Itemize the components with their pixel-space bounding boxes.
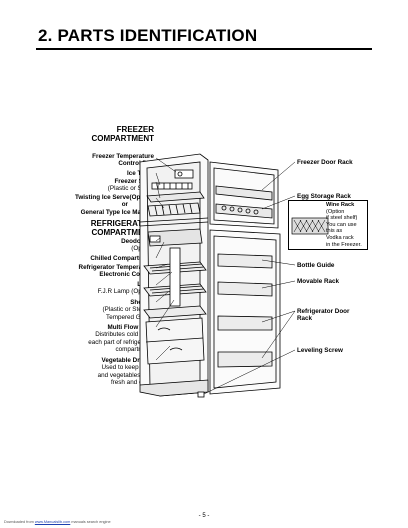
freezer-door-rack-shape [215,185,273,201]
leader-leveling-screw [203,349,296,395]
refrig-door-rack-line-1: Refrigerator Door [297,308,350,315]
chilled-compartment-label: Chilled Compartment [90,255,154,262]
multi-flow-line-2: each part of refrigerator [88,338,154,346]
vegetable-drawer-label: Vegetable Drawer Used to keep fruits and… [98,357,154,387]
multi-flow-line-3: compartment. [115,346,155,354]
title-rule [36,48,372,50]
fjr-lamp: F.J.R Lamp (Option) [97,288,154,296]
wine-line-5: Vodka rack [326,234,354,241]
manualslib-link[interactable]: www.Manualslib.com [34,520,71,524]
download-note-suffix: manuals search engine [71,520,111,524]
leader-movable-rack [261,280,296,289]
wine-rack-inset [288,200,368,250]
leader-freezer-shelf [155,181,161,199]
wine-line-6: in the Freezer. [326,241,362,248]
freezer-temp-line-1: Freezer Temperature [92,153,154,160]
wine-rack-label: Wine Rack (Option if steel shelf) You ca… [326,202,362,248]
shelves-note-1: (Plastic or Steel or [102,306,154,314]
wine-line-4: this as [326,228,343,235]
freezer-shelf-title: Freezer Shelf [114,178,154,185]
freezer-heading-line-1: FREEZER [116,125,154,134]
wine-line-2: if steel shelf) [326,215,358,222]
vegetable-line-3: fresh and crisp. [110,379,154,387]
leader-twisting-ice [155,197,165,209]
movable-rack-label: Movable Rack [297,278,339,285]
chilled-compartment-shape [147,228,203,247]
egg-rack-shape [215,203,273,219]
wine-rack-title: Wine Rack [326,202,355,208]
bottle-guide-label: Bottle Guide [297,262,335,269]
refrigerator-door-rack-label: Refrigerator Door Rack [297,308,349,323]
freezer-shelf-label: Freezer Shelf (Plastic or Steel) [108,178,154,193]
wine-line-3: You can use [326,221,357,228]
freezer-temperature-control-dial-label: Freezer Temperature Control Dial [92,153,154,168]
freezer-shelf-shape [146,191,205,203]
leader-refrig-door-rack [261,310,296,359]
download-note-prefix: Downloaded from [4,520,34,524]
vegetable-line-2: and vegetables, etc. [97,371,154,379]
multi-flow-line-1: Distributes cold air to [95,331,154,339]
vegetable-title: Vegetable Drawer [101,357,155,364]
ice-making-label: Twisting Ice Serve(Option) or General Ty… [75,194,154,216]
leader-egg-storage [261,195,296,210]
multi-flow-title: Multi Flow Duct [107,324,154,331]
freezer-shelf-note: (Plastic or Steel) [107,185,154,193]
leader-chilled [155,241,165,259]
multi-flow-duct-shape [169,247,181,307]
leader-vegetable [155,345,171,361]
leader-multi-flow [155,299,175,328]
egg-storage-rack-label: Egg Storage Rack [297,193,351,200]
multi-flow-duct-label: Multi Flow Duct Distributes cold air to … [88,324,154,354]
refrigerator-heading: REFRIGERATOR COMPARTMENT [90,219,154,237]
refrigerator-temperature-control-label: Refrigerator Temperature Electronic Cont… [79,264,154,279]
leader-lamp [155,271,173,286]
leader-shelves [155,291,169,303]
refrigerator-door-rack-shape-1 [217,315,273,331]
leveling-screw-label: Leveling Screw [297,347,343,354]
vegetable-line-1: Used to keep fruits [101,364,155,372]
leader-deodorizer [155,237,161,242]
freezer-door-rack-label: Freezer Door Rack [297,159,353,166]
leader-refrig-temp [155,263,169,269]
movable-rack-shape [217,281,273,297]
leveling-screw-shape [197,391,205,398]
leader-bottle-guide [261,259,296,266]
wine-line-1: (Option [326,208,345,215]
vegetable-drawer-shape [145,317,205,365]
refrigerator-heading-line-1: REFRIGERATOR [90,219,154,228]
page-title: 2. PARTS IDENTIFICATION [38,26,258,45]
freezer-control-dial-shape [174,169,194,179]
general-ice-making: General Type Ice Making [80,208,154,216]
download-note: Downloaded from www.Manualslib.com manua… [4,520,111,524]
refrig-temp-line-1: Refrigerator Temperature [78,264,154,271]
leader-freezer-dial [155,157,177,173]
shelves-note-2: Tempered Glass) [106,313,154,321]
leader-lines [155,157,296,395]
deodorizer-title: Deodorizer [121,238,154,245]
refrigerator-heading-line-2: COMPARTMENT [91,227,154,237]
twisting-ice-shape [147,202,201,217]
or-text: or [121,201,128,209]
leader-freezer-door-rack [261,161,296,191]
bottle-guide-shape [217,253,273,269]
freezer-temp-line-2: Control Dial [118,160,154,168]
freezer-heading: FREEZER COMPARTMENT [91,125,154,143]
refrigerator-door-rack-shape-2 [217,351,273,368]
page-number: - 5 - [198,513,210,519]
leader-ice-trays [155,172,161,186]
refrig-door-rack-line-2: Rack [297,315,313,323]
freezer-heading-line-2: COMPARTMENT [91,133,154,143]
refrig-temp-line-2: Electronic Control [99,271,154,279]
ice-tray-shape [151,182,193,190]
twisting-ice-serve: Twisting Ice Serve(Option) [75,194,154,201]
wine-rack-illustration [291,217,329,235]
shelf-shape-3 [143,305,207,319]
cabinet-base [139,379,209,397]
freezer-divider [139,217,209,227]
